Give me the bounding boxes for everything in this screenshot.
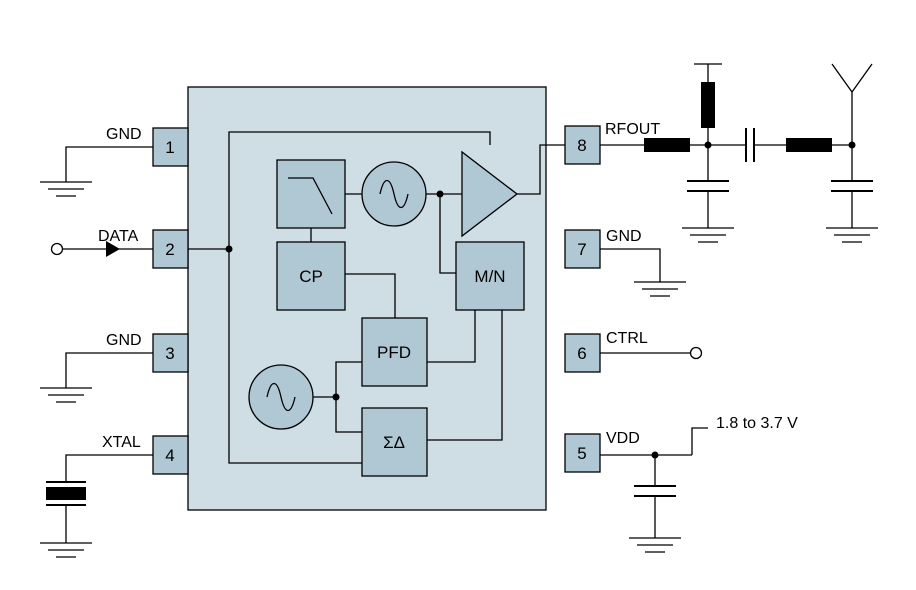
pin-1-number: 1: [165, 138, 174, 157]
pin-6-number: 6: [577, 344, 586, 363]
antenna-icon: [831, 63, 873, 145]
cp-label: CP: [299, 267, 323, 286]
data-input-terminal: [50, 241, 153, 257]
vdd-network: [600, 427, 708, 485]
ref-pfd-wire: [335, 361, 362, 397]
pin-3: 3: [152, 333, 189, 373]
rf-output-network: [600, 63, 878, 243]
inductor-icon: [701, 82, 715, 128]
mn-sd-wire: [427, 310, 503, 441]
pin-2-number: 2: [165, 240, 174, 259]
cp-block: CP: [276, 241, 346, 311]
pin-1-label: GND: [106, 126, 142, 143]
pin-3-number: 3: [165, 344, 174, 363]
pa-out-wire: [517, 144, 565, 195]
supply-label: 1.8 to 3.7 V: [716, 415, 798, 432]
ground-icon: [40, 352, 153, 403]
pin-7: 7: [564, 229, 601, 269]
sine-icon: [266, 382, 296, 412]
pin-4-label: XTAL: [102, 434, 141, 451]
ground-icon: [600, 248, 686, 297]
mn-label: M/N: [474, 267, 505, 286]
pin-3-label: GND: [106, 332, 142, 349]
pin-5-label: VDD: [606, 430, 640, 447]
ctrl-terminal: [600, 346, 703, 360]
loop-filter: [276, 159, 346, 229]
pin-6-label: CTRL: [606, 330, 648, 347]
cp-pfd-wire: [345, 273, 396, 318]
pin-1: 1: [152, 127, 189, 167]
arrow-right-icon: [106, 241, 120, 257]
internal-bus: [228, 131, 491, 464]
reference-oscillator: [248, 364, 314, 430]
ref-sd-wire: [335, 397, 362, 433]
pin-4: 4: [152, 435, 189, 475]
pin-7-label: GND: [606, 228, 642, 245]
vco-mn-wire: [439, 194, 456, 274]
pfd-label: PFD: [377, 343, 411, 362]
mn-block: M/N: [455, 241, 525, 311]
sine-icon: [379, 179, 409, 209]
sigma-delta-label: ΣΔ: [383, 433, 405, 452]
capacitor-icon: [634, 485, 676, 538]
pin-6: 6: [564, 333, 601, 373]
vco: [361, 161, 427, 227]
data-node: [225, 245, 233, 253]
pin-4-number: 4: [165, 446, 174, 465]
inductor-icon: [644, 138, 690, 152]
pin-7-number: 7: [577, 240, 586, 259]
ground-icon: [40, 542, 92, 558]
crystal-icon: [46, 454, 153, 543]
inductor-icon: [786, 138, 832, 152]
pin-8-number: 8: [577, 136, 586, 155]
pin-5-number: 5: [577, 444, 586, 463]
power-amplifier: [461, 150, 519, 238]
pin-8-label: RFOUT: [605, 121, 660, 138]
ground-icon: [40, 146, 153, 197]
lowpass-icon: [288, 177, 333, 215]
pin-8: 8: [564, 125, 601, 165]
pin-2-label: DATA: [98, 228, 139, 245]
pin-2: 2: [152, 229, 189, 269]
sigma-delta-block: ΣΔ: [361, 407, 428, 477]
pfd-block: PFD: [361, 317, 428, 387]
mn-pfd-wire: [427, 310, 476, 363]
pin-5: 5: [564, 433, 601, 473]
ground-icon: [629, 537, 681, 553]
